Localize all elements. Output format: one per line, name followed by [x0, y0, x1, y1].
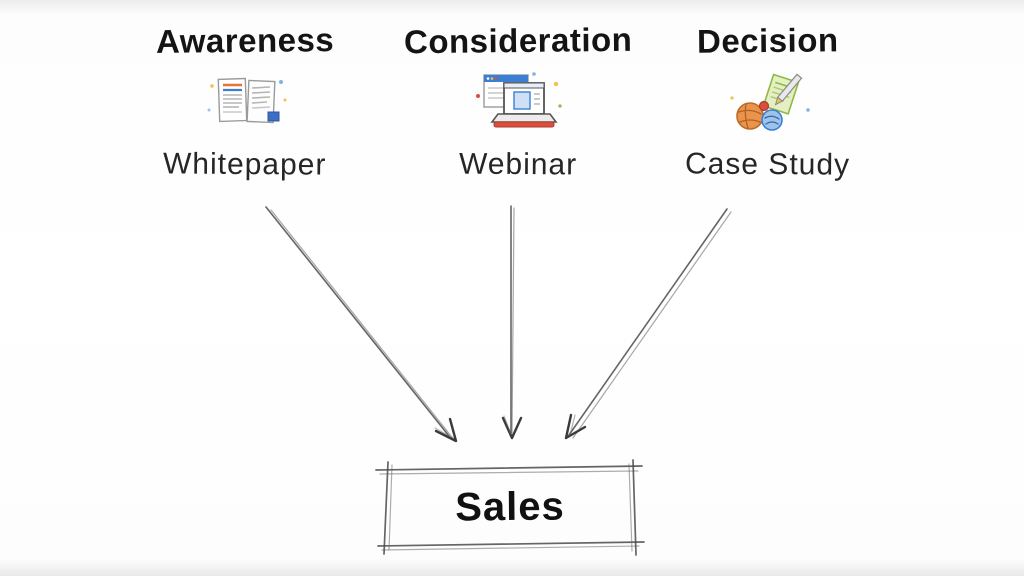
stage-consideration: Consideration — [398, 20, 638, 182]
stage-decision: Decision — [648, 21, 888, 182]
sales-box-sketch-frame — [375, 459, 645, 556]
stage-item-case-study: Case Study — [685, 147, 851, 182]
whitepaper-icon — [197, 70, 293, 140]
stage-title-consideration: Consideration — [403, 20, 633, 61]
webinar-icon — [468, 70, 568, 140]
stage-awareness: Awareness — [125, 21, 365, 182]
case-study-icon — [720, 70, 816, 140]
stage-item-webinar: Webinar — [458, 147, 578, 182]
stage-title-decision: Decision — [697, 21, 839, 60]
sales-box: Sales — [370, 455, 650, 560]
sales-label: Sales — [455, 484, 565, 530]
arrow-whitepaper-to-sales — [265, 206, 458, 443]
arrow-webinar-to-sales — [501, 205, 523, 440]
stage-item-whitepaper: Whitepaper — [163, 147, 327, 182]
arrow-case-study-to-sales — [564, 208, 732, 440]
stage-title-awareness: Awareness — [155, 21, 335, 60]
